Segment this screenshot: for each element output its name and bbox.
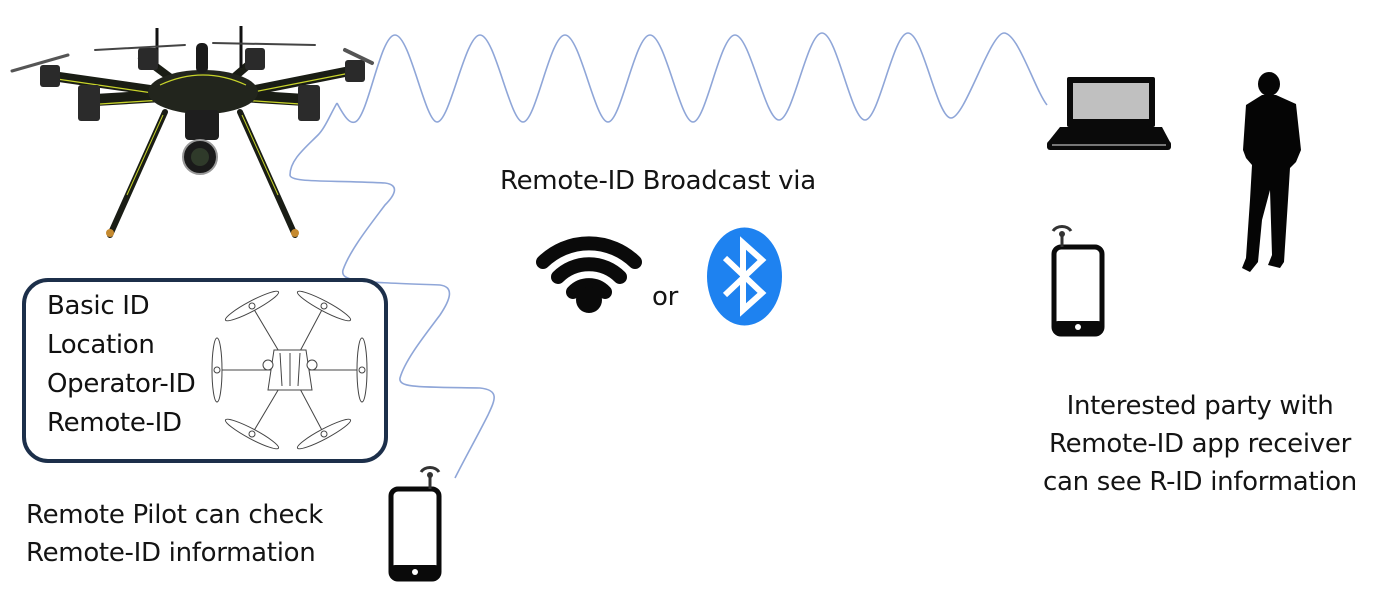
remote-id-info-box (22, 278, 388, 463)
hexacopter-outline-icon (211, 290, 368, 450)
remote-id-info-list: Basic ID Location Operator-ID Remote-ID (47, 287, 196, 443)
person-silhouette-icon (1242, 72, 1301, 272)
pilot-caption-line-1: Remote Pilot can check (26, 500, 323, 530)
info-item-location: Location (47, 330, 155, 360)
party-caption-line-1: Interested party with (1066, 391, 1334, 421)
laptop-icon (1047, 77, 1171, 150)
party-caption-line-3: can see R-ID information (1043, 467, 1357, 497)
bluetooth-icon (707, 227, 782, 326)
signal-wave-horizontal (336, 32, 1048, 124)
info-item-remote-id: Remote-ID (47, 408, 182, 438)
hexacopter-drone-icon (10, 26, 374, 238)
smartphone-icon (388, 466, 442, 582)
wifi-icon (536, 236, 642, 313)
info-item-operator-id: Operator-ID (47, 369, 196, 399)
pilot-caption-line-2: Remote-ID information (26, 538, 316, 568)
or-label: or (652, 282, 678, 312)
party-caption-line-2: Remote-ID app receiver (1049, 429, 1351, 459)
info-item-basic-id: Basic ID (47, 291, 150, 321)
pilot-caption: Remote Pilot can check Remote-ID informa… (26, 496, 323, 572)
broadcast-title: Remote-ID Broadcast via (500, 166, 816, 196)
receiver-smartphone-icon (1051, 225, 1105, 337)
interested-party-caption: Interested party with Remote-ID app rece… (1030, 387, 1370, 501)
